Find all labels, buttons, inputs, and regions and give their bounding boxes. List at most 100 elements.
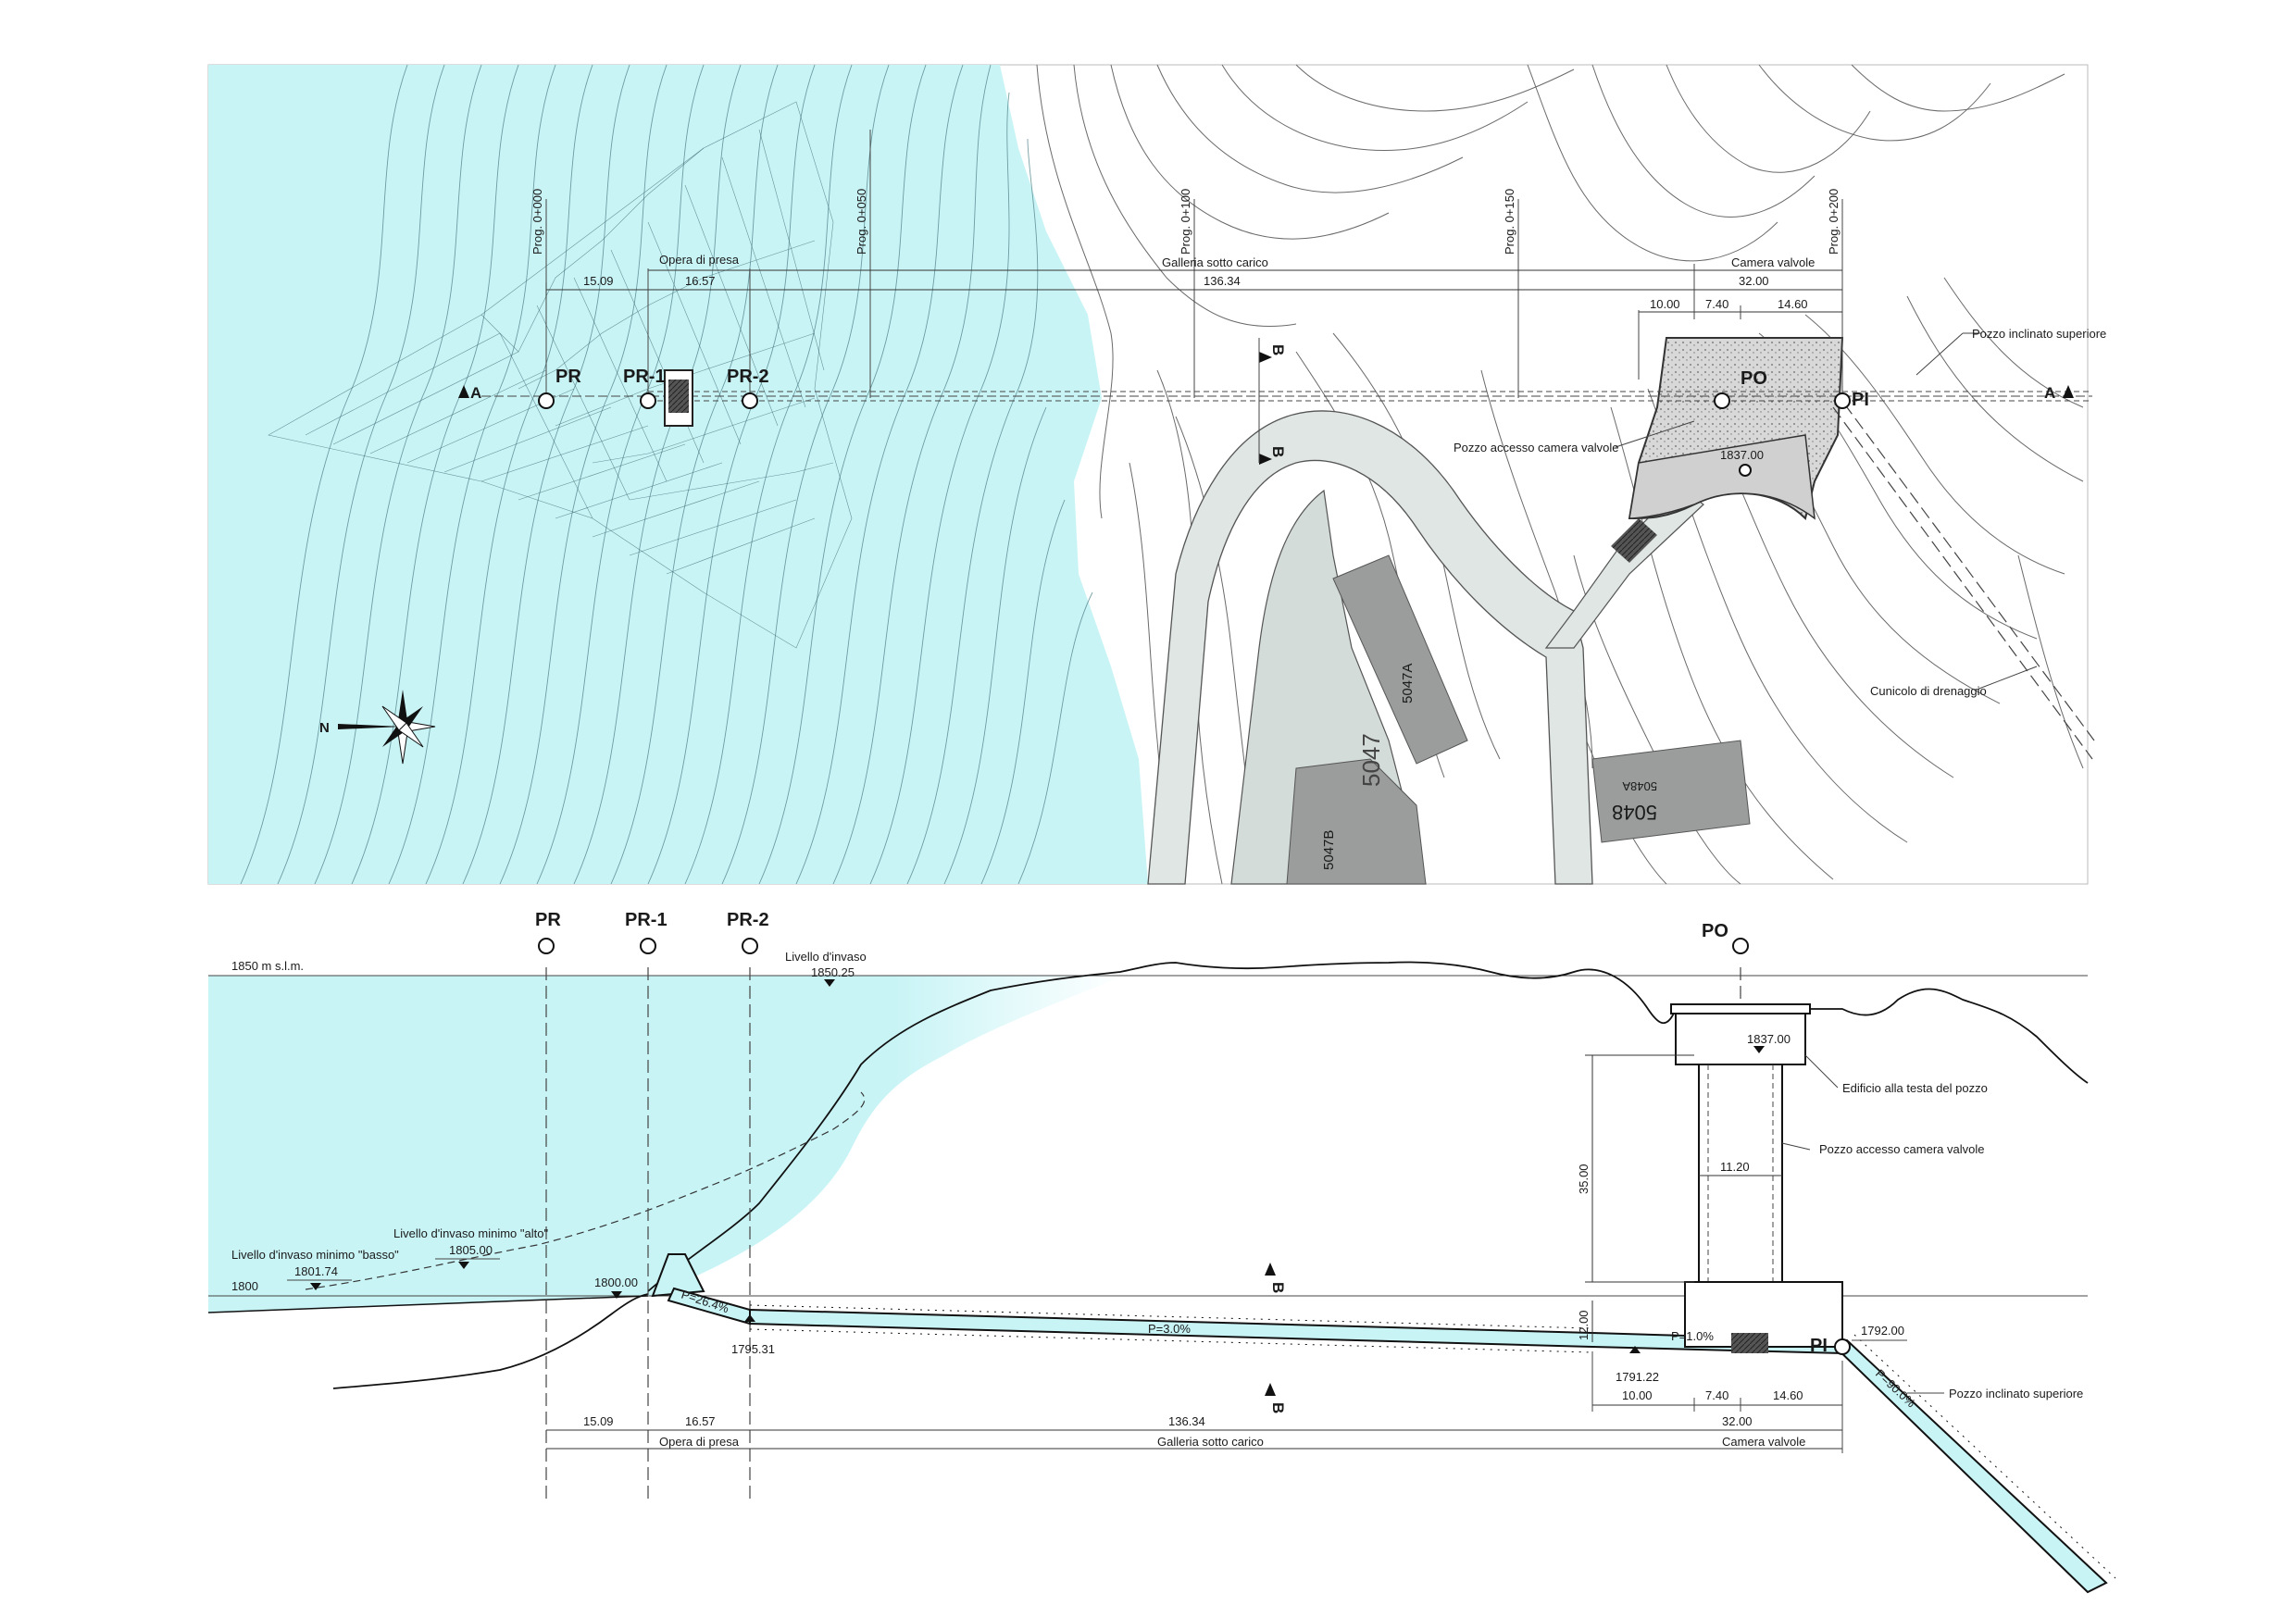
plan-label-pr2: PR-2 [727,367,769,387]
building-5047 [1286,758,1427,885]
sec-dim-16-57: 16.57 [685,1414,716,1428]
shaft-walls [1698,1064,1783,1283]
chainage-0-100: Prog. 0+100 [1179,189,1192,255]
plan-marker-pr2 [742,392,758,409]
plan-callout-pozzo-inclinato: Pozzo inclinato superiore [1972,327,2106,341]
plan-dim-16-57: 16.57 [685,274,716,288]
tunnel-profile [651,1253,2116,1594]
chainage-0-050: Prog. 0+050 [855,189,868,255]
building-label-5048: 5048 [1612,801,1657,824]
pozzo-inclinato-section [1826,1339,2108,1594]
elev-1837: 1837.00 [1747,1032,1791,1046]
plan-marker-po [1714,392,1730,409]
plan-dim-7-40: 7.40 [1705,297,1728,311]
north-label: N [319,720,330,736]
plan-label-galleria: Galleria sotto carico [1162,255,1268,269]
plan-callout-cunicolo: Cunicolo di drenaggio [1870,684,1987,698]
intake-gate [668,380,689,413]
building-label-5047: 5047 [1357,733,1385,787]
intake-excavation-grid [268,101,853,649]
plan-label-opera-presa: Opera di presa [659,253,740,267]
section-b-top: B [1269,344,1287,355]
section-label-pr2: PR-2 [727,910,769,930]
plan-dim-32-00: 32.00 [1739,274,1769,288]
callout-edificio: Edificio alla testa del pozzo [1842,1081,1988,1095]
elev-1791: 1791.22 [1616,1370,1659,1384]
terrain-contours [1036,64,2084,885]
section-b-lower: B [1269,1402,1287,1413]
section-a-left: A [470,384,481,402]
min-level-alto-curve [305,1091,866,1290]
chainage-0-200: Prog. 0+200 [1827,189,1841,255]
sec-label-galleria: Galleria sotto carico [1157,1435,1264,1449]
ref-1850-label: 1850 m s.l.m. [231,959,304,973]
slope-1: P=1.0% [1671,1329,1714,1343]
plan-dimensions: 15.09 16.57 Opera di presa 136.34 Galler… [545,253,1842,398]
building-label-5047a: 5047A [1400,664,1416,703]
reservoir-water-area [208,65,1148,884]
dim-12: 12.00 [1577,1310,1591,1340]
section-label-po: PO [1702,921,1728,941]
plan-label-camera-valvole: Camera valvole [1731,255,1815,269]
callout-pozzo-accesso: Pozzo accesso camera valvole [1819,1142,1984,1156]
ref-1800-label: 1800 [231,1279,258,1293]
section-elevations: 1800.00 1795.31 1791.22 1792.00 1837.00 [594,1032,1907,1384]
valve-equipment [1731,1333,1768,1353]
reservoir-bottom [207,1295,649,1313]
section-b-upper: B [1269,1282,1287,1293]
plan-marker-pr1 [640,392,656,409]
dim-11-20: 11.20 [1720,1160,1750,1174]
section-water [208,976,1125,1313]
slope-3: P=3.0% [1148,1322,1191,1336]
chainage-0-150: Prog. 0+150 [1503,189,1516,255]
building-label-5048a: 5048A [1622,779,1657,793]
sec-label-opera-presa: Opera di presa [659,1435,740,1449]
building-5047a [1332,554,1468,765]
plan-elev-1837: 1837.00 [1720,448,1764,462]
elev-1792: 1792.00 [1861,1324,1904,1338]
shaft-dimensions: 35.00 12.00 11.20 [1577,1054,1782,1342]
plan-label-po: PO [1741,368,1767,389]
shaft-head-building [1675,1008,1806,1065]
elev-1800: 1800.00 [594,1276,638,1289]
intake-section [651,1253,705,1298]
plan-marker-pr [538,392,555,409]
plan-dim-14-60: 14.60 [1778,297,1808,311]
livello-invaso-label: Livello d'invaso [785,950,867,964]
section-b-markers: B B [1265,1263,1287,1413]
plan-label-pr: PR [555,367,581,387]
plan-dim-15-09: 15.09 [583,274,614,288]
callout-pozzo-inclinato: Pozzo inclinato superiore [1949,1387,2083,1400]
chainage-lines: Prog. 0+000 Prog. 0+050 Prog. 0+100 Prog… [530,130,1843,398]
north-arrow: N [319,690,436,765]
minimo-alto-label: Livello d'invaso minimo "alto" [393,1226,548,1240]
valve-chamber-lower [1628,434,1816,520]
water-level-annotations: Livello d'invaso 1850.25 Livello d'invas… [231,950,867,1290]
plan-callouts: Pozzo inclinato superiore Pozzo accesso … [1454,327,2106,698]
section-top-markers: PR PR-1 PR-2 PO [535,910,1749,954]
sec-dim-136-34: 136.34 [1168,1414,1205,1428]
plan-label-pr1: PR-1 [623,367,666,387]
section-label-pr: PR [535,910,561,930]
chainage-0-000: Prog. 0+000 [530,189,544,255]
plan-marker-pi [1834,392,1851,409]
ground-profile [647,961,2089,1292]
minimo-alto-value: 1805.00 [449,1243,493,1257]
section-markers: A A B B [458,338,2074,465]
section-dimensions: 10.00 7.40 14.60 15.09 16.57 136.34 32.0… [546,1351,1843,1453]
plan-label-pi: PI [1852,390,1869,410]
minimo-basso-label: Livello d'invaso minimo "basso" [231,1248,399,1262]
plan-dim-136-34: 136.34 [1204,274,1241,288]
section-label-pr1: PR-1 [625,910,668,930]
section-label-pi: PI [1810,1336,1828,1356]
dim-35: 35.00 [1577,1164,1591,1194]
building-5048 [1591,740,1751,843]
inclined-cover-hatch [1853,1334,2116,1579]
building-label-5047b: 5047B [1321,830,1337,870]
minimo-basso-value: 1801.74 [294,1264,338,1278]
sec-label-camera-valvole: Camera valvole [1722,1435,1805,1449]
plan-dim-10-00: 10.00 [1650,297,1680,311]
shaft-head-roof [1670,1003,1811,1014]
buildings: 5047A 5047 5047B 5048 5048A [1286,554,1751,885]
